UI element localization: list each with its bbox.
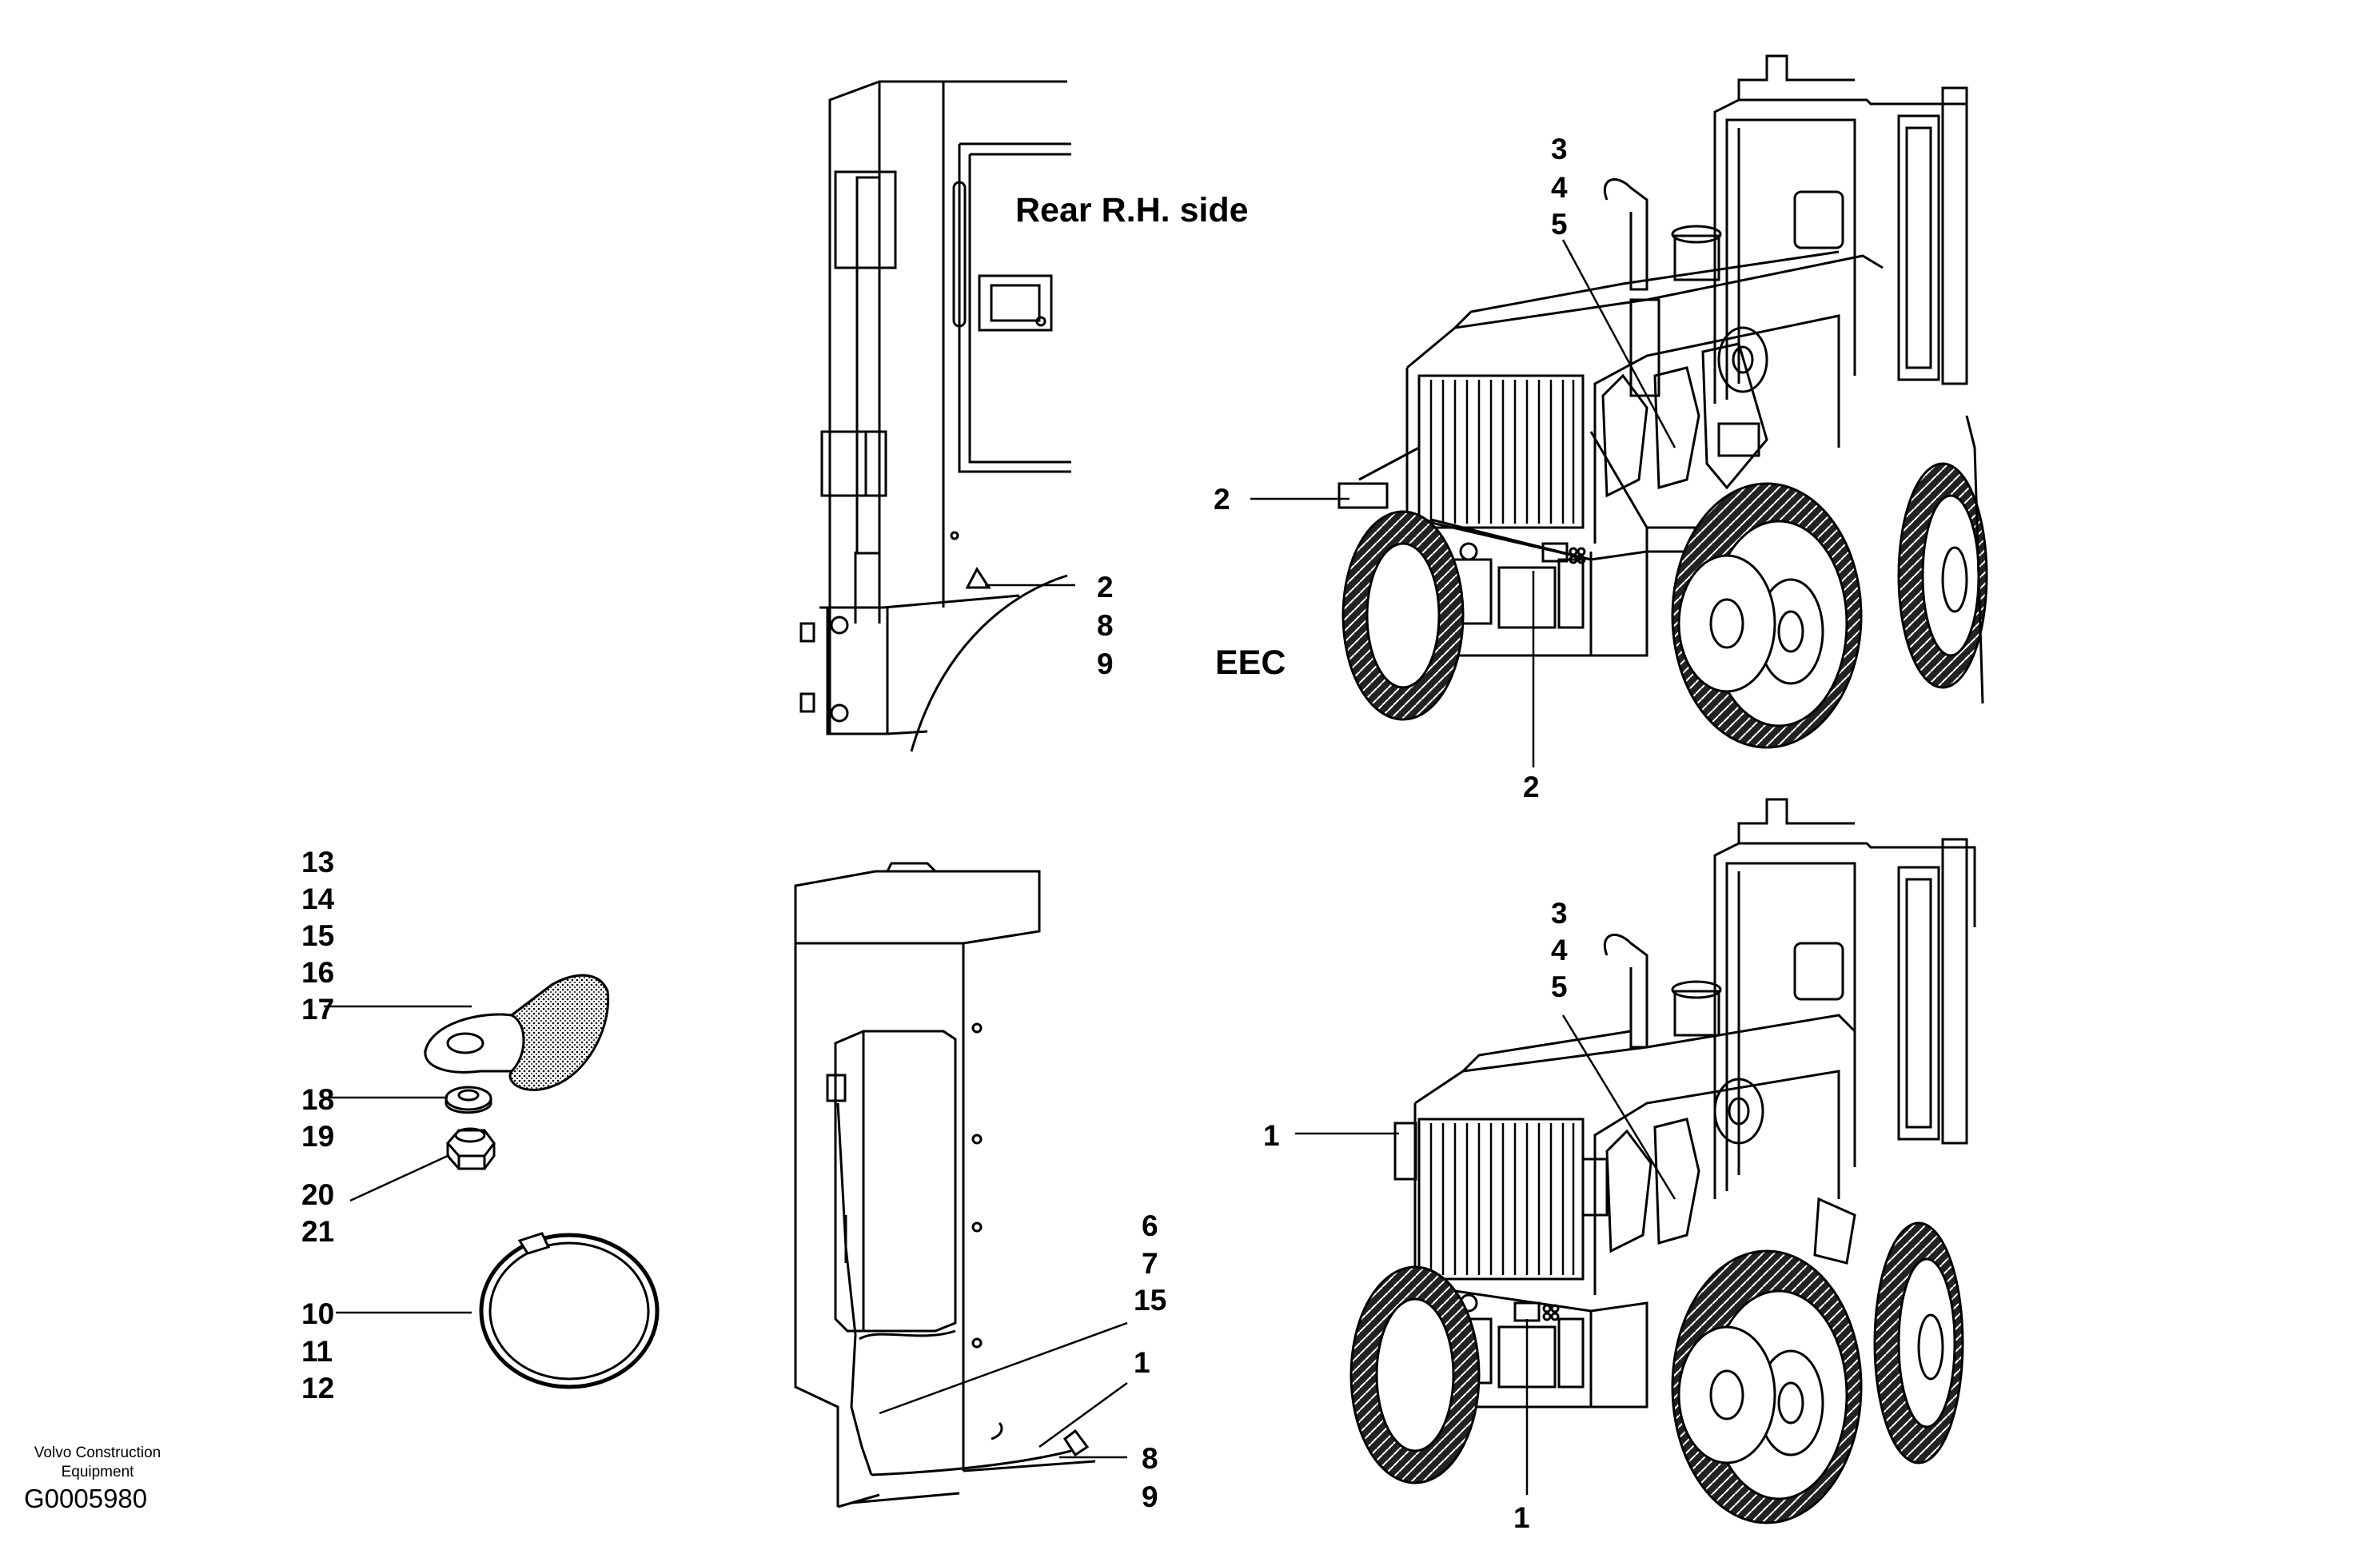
callout-label: 9	[1142, 1480, 1158, 1513]
callout-label: 12	[301, 1372, 335, 1405]
callout-label: 19	[301, 1120, 335, 1153]
callout-label: 2	[1214, 483, 1230, 516]
callout-label: 1	[1263, 1119, 1280, 1152]
drawing-code: G0005980	[24, 1484, 148, 1513]
callout-label: 2	[1523, 771, 1540, 803]
callout-label: 3	[1551, 897, 1568, 930]
grader-rear-view-standard	[1393, 798, 1976, 1409]
callout-label: 9	[1097, 648, 1114, 680]
callout-label: 21	[301, 1215, 335, 1248]
callout-label: 4	[1551, 171, 1568, 204]
washer	[445, 1086, 492, 1114]
cab-cable-routing-view	[794, 862, 1096, 1508]
caption-eec: EEC	[1215, 644, 1286, 682]
callout-label: 1	[1134, 1346, 1150, 1379]
callout-label: 7	[1142, 1247, 1158, 1280]
callout-label: 17	[301, 993, 335, 1026]
callout-label: 8	[1097, 609, 1114, 642]
hex-nut	[446, 1127, 496, 1170]
cable-clamp	[424, 974, 610, 1091]
callout-label: 16	[301, 956, 335, 989]
callout-label: 4	[1551, 934, 1568, 966]
callout-label: 5	[1551, 970, 1568, 1003]
hose-band	[479, 1232, 660, 1389]
callout-label: 15	[301, 919, 335, 952]
callout-label: 10	[301, 1297, 335, 1330]
callout-label: 11	[301, 1335, 333, 1368]
callout-label: 14	[301, 883, 335, 915]
callout-label: 6	[1142, 1209, 1158, 1242]
callout-label: 2	[1097, 571, 1114, 604]
callout-label: 15	[1134, 1284, 1167, 1317]
callout-label: 18	[301, 1083, 335, 1116]
callout-label: 8	[1142, 1442, 1158, 1475]
brand-line-2: Equipment	[61, 1463, 134, 1480]
callout-label: 20	[301, 1178, 335, 1211]
rear-rh-side-view	[799, 80, 1071, 752]
callout-label: 1	[1513, 1501, 1530, 1534]
callout-label: 5	[1551, 208, 1568, 241]
callout-label: 3	[1551, 133, 1568, 165]
callout-label: 13	[301, 846, 335, 879]
brand-line-1: Volvo Construction	[34, 1444, 161, 1461]
brand-name: Volvo Construction Equipment	[10, 1444, 185, 1482]
caption-rear-rh-side: Rear R.H. side	[1015, 191, 1249, 229]
